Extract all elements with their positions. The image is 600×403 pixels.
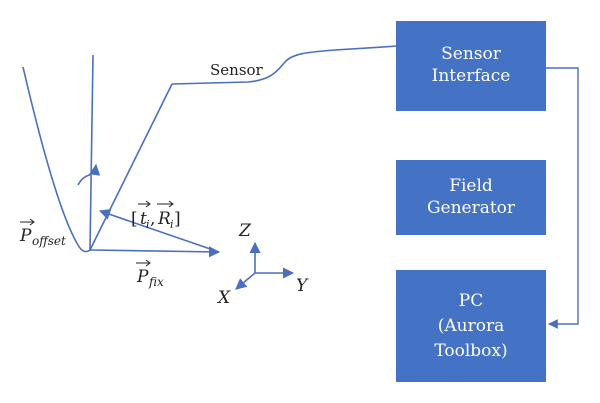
transform-r: R: [157, 209, 171, 229]
tool-shaft: [89, 54, 94, 251]
rotation-arrow: [77, 163, 101, 186]
t-vector-arrowhead: [145, 200, 151, 208]
field-generator-line1: Field: [449, 176, 493, 196]
axis-y-label: Y: [296, 276, 309, 296]
p-fix-vector-arrowhead: [145, 259, 151, 267]
pc-line3: Toolbox): [434, 341, 507, 361]
tool-outline-left: [22, 66, 91, 253]
transform-label: [ t i , R i ]: [131, 200, 181, 231]
transform-t-subscript: i: [146, 218, 150, 231]
sensor-interface-box: Sensor Interface: [396, 21, 546, 111]
field-generator-rect: [396, 160, 546, 235]
tool-sketch: [22, 45, 399, 258]
field-generator-line2: Generator: [427, 198, 516, 218]
x-axis: [235, 272, 256, 290]
p-offset-vector-arrowhead: [29, 218, 35, 226]
axis-x-label: X: [216, 288, 231, 308]
p-fix-label: P fix: [136, 259, 164, 289]
transform-arrow: [98, 208, 220, 253]
sensor-interface-line1: Sensor: [441, 44, 502, 64]
coordinate-axes: [235, 241, 295, 290]
p-offset-base: P: [19, 226, 32, 246]
p-offset-label: P offset: [19, 218, 66, 248]
transform-comma: ,: [150, 209, 155, 229]
transform-t: t: [140, 209, 147, 229]
tool-diagonal: [89, 83, 173, 251]
transform-close-bracket: ]: [174, 209, 181, 229]
p-fix-base: P: [136, 267, 149, 287]
sensor-interface-line2: Interface: [432, 66, 511, 86]
pc-box: PC (Aurora Toolbox): [396, 270, 546, 382]
sensor-interface-rect: [396, 21, 546, 111]
r-vector-arrowhead: [168, 200, 174, 208]
p-fix-subscript: fix: [148, 275, 164, 289]
interface-to-pc-connector: [546, 67, 579, 329]
transform-r-subscript: i: [170, 218, 174, 231]
sensor-cable: [171, 45, 399, 85]
pc-rect: [396, 270, 546, 382]
pc-line2: (Aurora: [438, 316, 504, 336]
p-offset-subscript: offset: [32, 234, 66, 248]
field-generator-box: Field Generator: [396, 160, 546, 235]
pc-line1: PC: [459, 291, 483, 311]
sensor-label: Sensor: [210, 61, 264, 79]
transform-open-bracket: [: [131, 209, 138, 229]
p-fix-arrow: [89, 246, 221, 258]
axis-z-label: Z: [238, 221, 252, 241]
